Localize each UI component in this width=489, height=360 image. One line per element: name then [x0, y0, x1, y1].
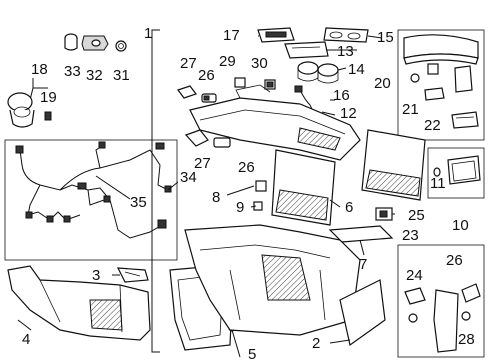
switch-30	[264, 79, 276, 90]
callout-27-top: 27	[180, 55, 197, 72]
trim-plate-13	[284, 41, 329, 59]
callout-13: 13	[337, 43, 354, 60]
floor-plate-7	[328, 225, 394, 243]
callout-27-lower: 27	[194, 155, 211, 172]
callout-35: 35	[130, 194, 147, 211]
box-side-trim	[397, 244, 485, 358]
console-body-2	[184, 224, 386, 347]
callout-24: 24	[406, 267, 423, 284]
callout-6: 6	[345, 199, 353, 216]
callout-19: 19	[40, 89, 57, 106]
bracket-8	[255, 180, 267, 192]
callout-10: 10	[452, 217, 469, 234]
rear-panel-6	[271, 129, 426, 226]
callout-31: 31	[113, 67, 130, 84]
callout-30: 30	[251, 55, 268, 72]
main-group-bracket	[151, 29, 160, 353]
callout-25: 25	[408, 207, 425, 224]
box-wiring-harness	[4, 139, 178, 261]
clip-25	[375, 207, 393, 221]
power-outlet-32	[81, 35, 109, 51]
callout-3: 3	[92, 267, 100, 284]
cup-holder-insert-33	[64, 33, 78, 51]
switch-26-lower	[213, 137, 231, 148]
switch-26-top	[201, 93, 217, 103]
callout-26-right: 26	[446, 252, 463, 269]
callout-20: 20	[374, 75, 391, 92]
bracket-3	[116, 267, 149, 283]
callout-21: 21	[402, 101, 419, 118]
cup-holder-14	[297, 61, 339, 84]
upper-console-12	[189, 84, 361, 161]
side-trim-24	[404, 283, 481, 353]
callout-7: 7	[359, 256, 367, 273]
callout-17: 17	[223, 27, 240, 44]
shifter-trim-17	[257, 27, 295, 43]
callout-26-mid: 26	[238, 159, 255, 176]
callout-14: 14	[348, 61, 365, 78]
cup-holder-18	[7, 78, 52, 128]
callout-23: 23	[402, 227, 419, 244]
box-storage-tray	[427, 147, 485, 199]
callout-11: 11	[430, 175, 446, 192]
callout-32: 32	[86, 67, 103, 84]
armrest-lid-20	[403, 34, 479, 129]
callout-34: 34	[180, 169, 197, 186]
knob-27-top	[177, 85, 197, 99]
callout-8: 8	[212, 189, 220, 206]
side-trim-panel-4	[7, 265, 151, 341]
wiring-harness-35	[15, 141, 172, 239]
callout-28: 28	[458, 331, 475, 348]
callout-4: 4	[22, 331, 30, 348]
callout-labels: 1 33 32 31 18 19 17 15 13 14 27 26 29 30…	[22, 25, 475, 360]
leader-lines	[17, 35, 395, 358]
knob-27-lower	[184, 129, 209, 147]
callout-16: 16	[333, 87, 350, 104]
callout-15: 15	[377, 29, 394, 46]
callout-26-top: 26	[198, 67, 215, 84]
cup-holder-mat-15	[323, 27, 369, 43]
callout-22: 22	[424, 117, 441, 134]
storage-tray-10	[433, 155, 481, 185]
box-armrest-lid	[397, 29, 485, 141]
callout-9: 9	[236, 199, 244, 216]
switch-29	[234, 77, 246, 88]
callout-29: 29	[219, 53, 236, 70]
callout-12: 12	[340, 105, 357, 122]
callout-18: 18	[31, 61, 48, 78]
callout-1: 1	[144, 25, 152, 42]
callout-33: 33	[64, 63, 81, 80]
callout-5: 5	[248, 346, 256, 360]
callout-2: 2	[312, 335, 320, 352]
outlet-cap-31	[115, 40, 127, 52]
